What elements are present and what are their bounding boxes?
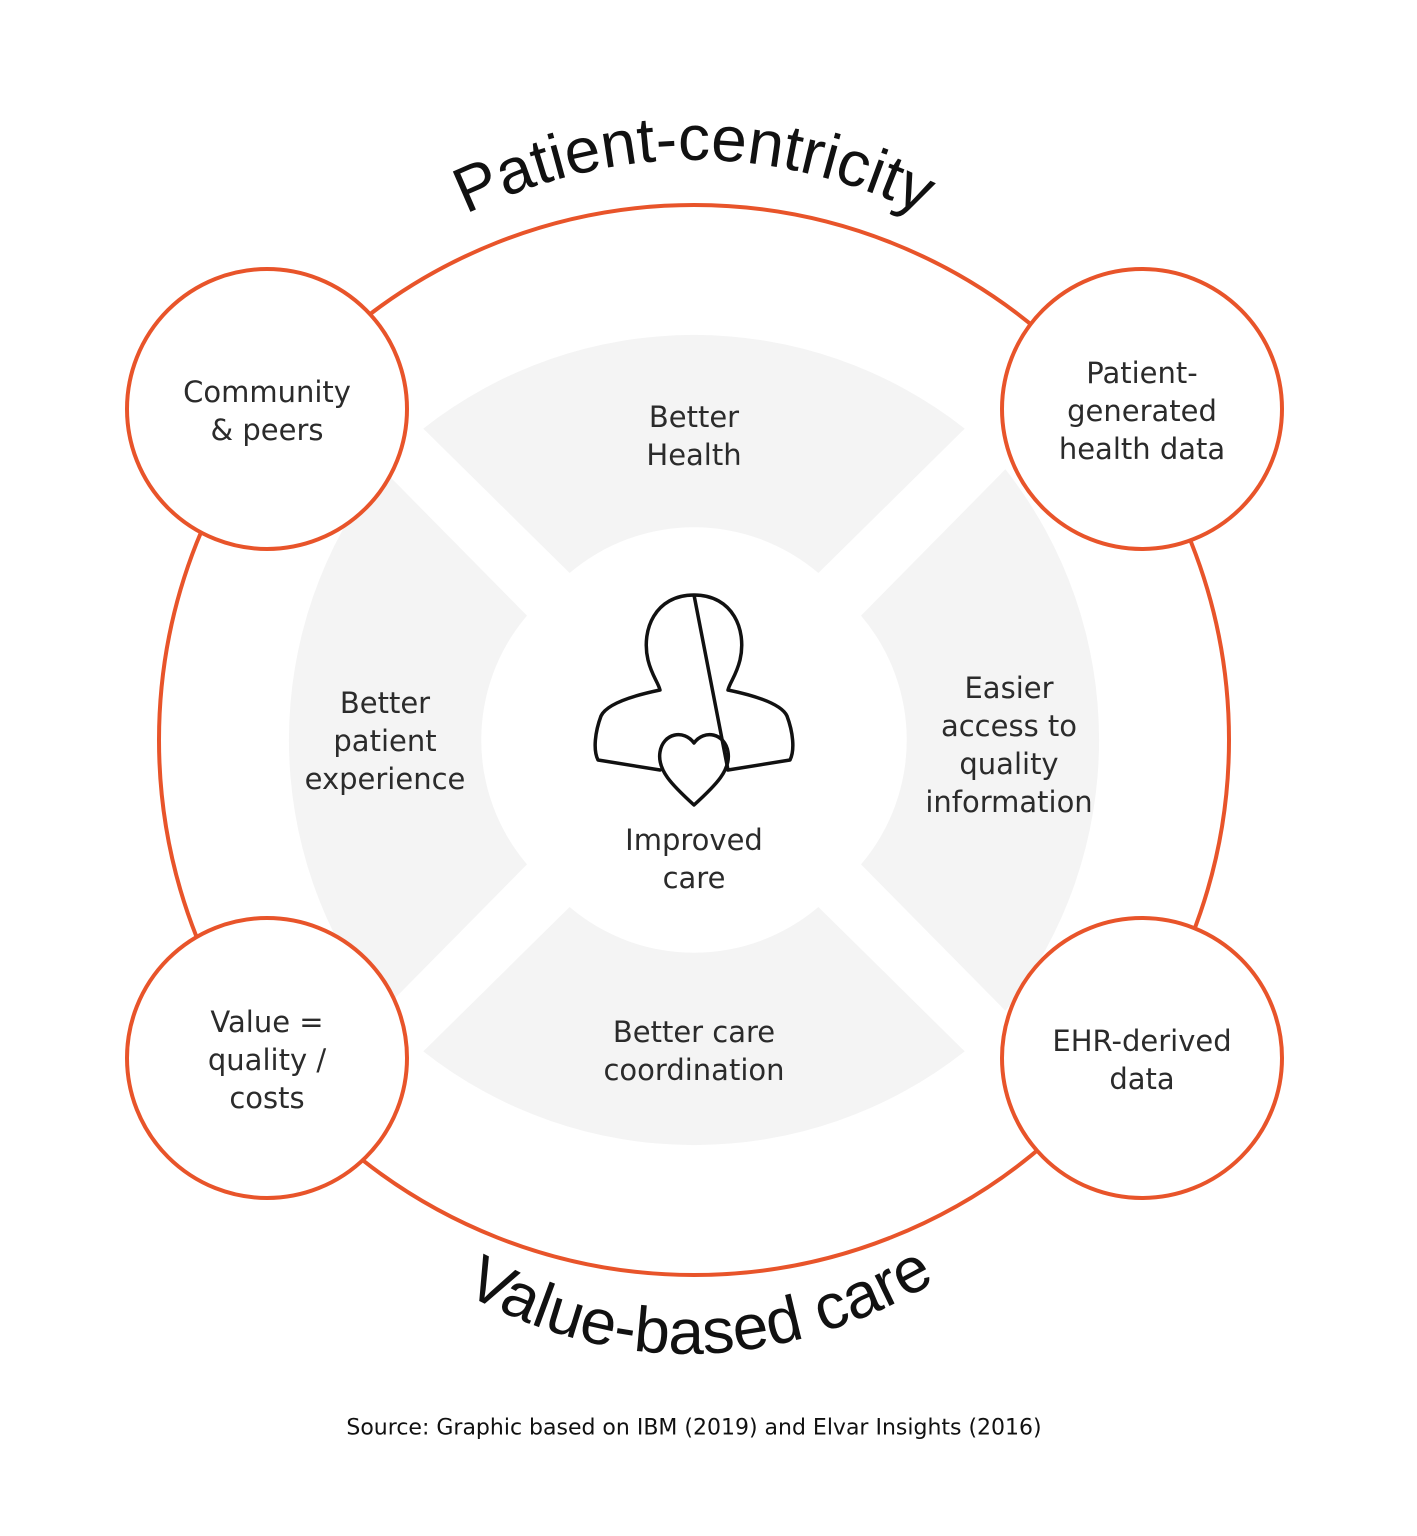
node-circle-top-left [125,267,409,551]
quadrant-left-label: Better patient experience [304,686,466,796]
quadrant-right [861,469,1100,1011]
node-label-top-left: Community & peers [183,375,351,447]
quadrant-bottom-label: Better care coordination [603,1015,785,1087]
node-label-bottom-left: Value = quality / costs [207,1005,327,1115]
title-bottom: Value-based care [457,1231,943,1368]
node-circle-top-right [1000,267,1284,551]
center-label: Improved care [625,823,763,895]
node-label-top-right: Patient- generated health data [1058,356,1226,466]
node-circle-bottom-left [125,916,409,1200]
person-heart-icon [593,593,795,807]
quadrant-bottom [423,907,965,1146]
node-circle-bottom-right [1000,916,1284,1200]
quadrant-top [423,334,965,573]
source-caption: Source: Graphic based on IBM (2019) and … [346,1415,1042,1441]
quadrant-ring [288,334,1100,1146]
quadrant-right-label: Easier access to quality information [925,671,1093,819]
quadrant-top-label: Better Health [646,400,742,472]
title-top: Patient-centricity [442,102,945,227]
quadrant-left [288,469,527,1011]
node-label-bottom-right: EHR-derived data [1052,1024,1232,1096]
outer-ring [157,203,1231,1277]
